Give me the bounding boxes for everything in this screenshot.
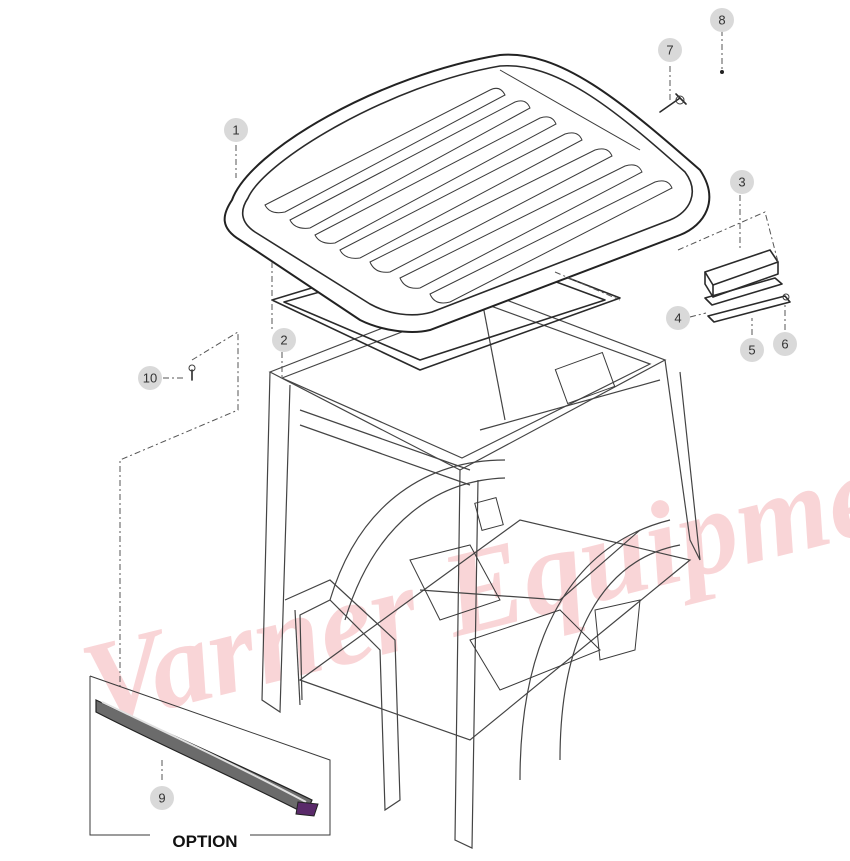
svg-text:1: 1 [232, 123, 239, 138]
callouts: 1 2 3 4 5 6 7 8 [138, 8, 797, 810]
svg-text:4: 4 [674, 311, 681, 326]
plate-part-4 [704, 277, 783, 306]
callout-2[interactable]: 2 [272, 328, 296, 352]
leader-lines [119, 30, 786, 780]
callout-7[interactable]: 7 [658, 38, 682, 62]
callout-4[interactable]: 4 [666, 306, 690, 330]
watermark: Varner Equipment [69, 400, 850, 752]
callout-3[interactable]: 3 [730, 170, 754, 194]
svg-text:2: 2 [280, 333, 287, 348]
watermark-text: Varner Equipment [69, 400, 850, 752]
nut-part-8 [720, 70, 724, 74]
callout-6[interactable]: 6 [773, 332, 797, 356]
roof-panel-part-1 [223, 53, 711, 333]
svg-text:9: 9 [158, 791, 165, 806]
roof-ribs [264, 69, 673, 304]
svg-text:6: 6 [781, 337, 788, 352]
bolt-part-7 [659, 93, 687, 113]
screw-part-10 [188, 364, 196, 381]
callout-10[interactable]: 10 [138, 366, 162, 390]
callout-8[interactable]: 8 [710, 8, 734, 32]
svg-text:10: 10 [143, 371, 157, 386]
seal-strip-part-9 [95, 699, 319, 817]
svg-text:8: 8 [718, 13, 725, 28]
plate-part-5 [707, 295, 791, 323]
svg-text:5: 5 [748, 343, 755, 358]
option-label: OPTION [172, 832, 237, 851]
svg-text:3: 3 [738, 175, 745, 190]
screw-part-6 [782, 293, 790, 301]
callout-9[interactable]: 9 [150, 786, 174, 810]
callout-5[interactable]: 5 [740, 338, 764, 362]
svg-text:7: 7 [666, 43, 673, 58]
callout-1[interactable]: 1 [224, 118, 248, 142]
bracket-part-3 [704, 249, 779, 298]
option-box: OPTION [89, 675, 331, 851]
